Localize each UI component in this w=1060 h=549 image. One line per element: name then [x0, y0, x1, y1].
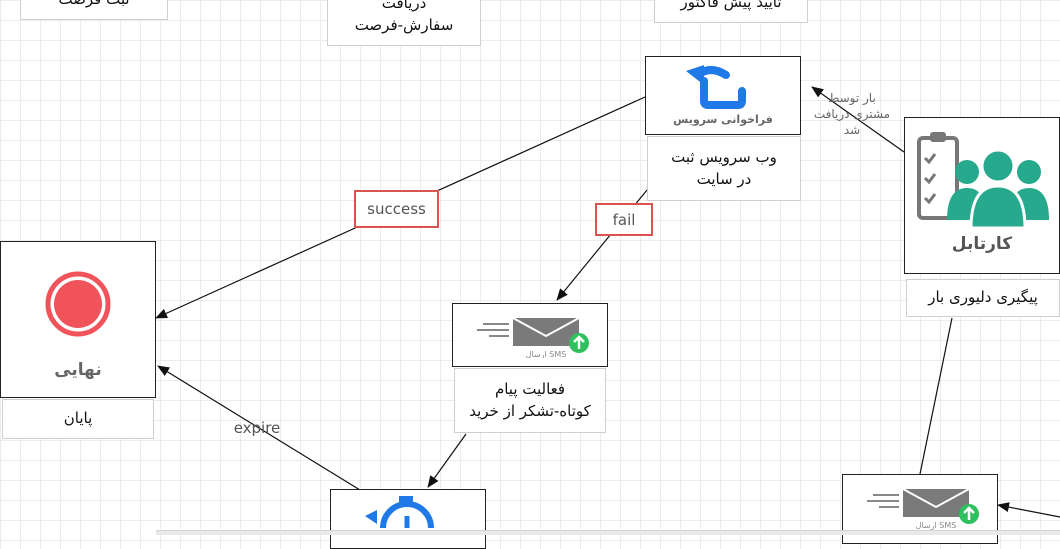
edge-label-expire[interactable]: expire: [233, 419, 281, 437]
node-label-approve-proforma[interactable]: تایید پیش فاکتور: [654, 0, 808, 23]
stop-circle-icon: [45, 271, 111, 337]
node-caption: فراخوانی سرویس: [673, 113, 773, 126]
edge-label-fail[interactable]: fail: [595, 203, 653, 236]
refresh-arrow-icon: [686, 65, 746, 109]
diagram-edges: [155, 86, 1060, 518]
node-caption: کارتابل: [951, 234, 1013, 254]
svg-text:ارسال SMS: ارسال SMS: [916, 521, 957, 530]
node-label-end[interactable]: پایان: [2, 399, 154, 439]
edge-sms-timer: [427, 433, 467, 488]
node-end[interactable]: نهایی: [0, 241, 156, 398]
node-web-service[interactable]: فراخوانی سرویس: [645, 56, 801, 135]
node-label-web-service[interactable]: وب سرویس ثبت در سایت: [647, 136, 801, 201]
node-cartable[interactable]: کارتابل: [904, 117, 1060, 274]
node-sms-thanks[interactable]: ارسال SMS: [452, 303, 608, 367]
edge-timer-end: [157, 365, 361, 491]
edge-cartable-webservice: [811, 86, 905, 153]
team-checklist-icon: [917, 132, 1049, 230]
sms-envelope-icon: ارسال SMS: [867, 488, 979, 530]
node-timer[interactable]: [330, 489, 486, 549]
edge-label-received[interactable]: بار توسط مشتری دریافت شد: [813, 91, 891, 138]
node-label-register-opportunity[interactable]: ثبت فرصت: [20, 0, 168, 20]
edge-right-smsbottom: [997, 502, 1060, 518]
sms-envelope-icon: ارسال SMS: [477, 317, 589, 358]
timer-icon: [365, 496, 434, 529]
node-label-sms-thanks[interactable]: فعالیت پیام کوتاه-تشکر از خرید: [454, 368, 606, 433]
edge-cartable-smsbottom: [919, 317, 953, 475]
node-caption: نهایی: [54, 360, 102, 380]
node-label-cartable[interactable]: پیگیری دلیوری بار: [906, 279, 1060, 317]
svg-text:ارسال SMS: ارسال SMS: [526, 350, 567, 358]
bottom-panel-edge: [156, 530, 1060, 535]
edge-label-success[interactable]: success: [354, 190, 439, 228]
node-label-receive-order[interactable]: دریافت سفارش-فرصت: [327, 0, 481, 46]
